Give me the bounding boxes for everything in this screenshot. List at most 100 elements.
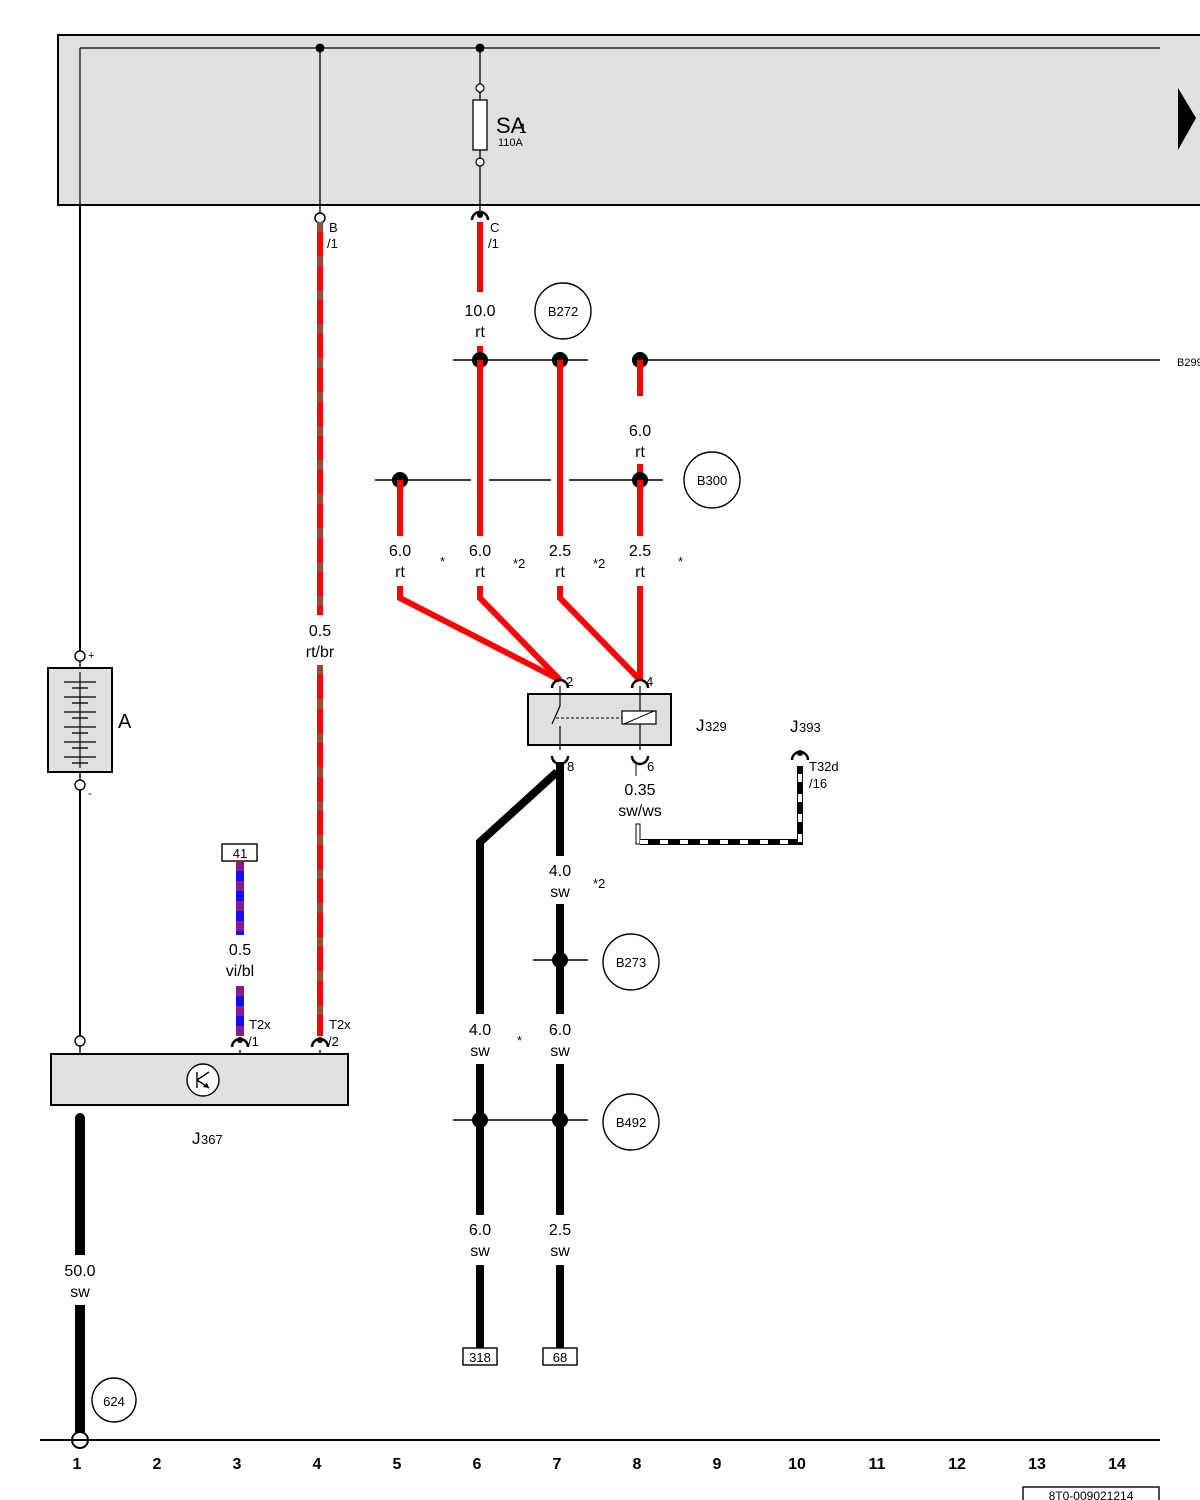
continuation-arrow-icon [1178, 88, 1196, 150]
wire-size: 6.0 [389, 543, 411, 560]
j393-sub: 393 [799, 720, 821, 735]
wires-sw-ground [476, 762, 564, 1014]
track-number: 9 [713, 1456, 722, 1473]
b273-label: B273 [616, 955, 646, 970]
wire-color: sw [470, 1243, 490, 1260]
module-j367: T2x /1 T2x /2 J 367 [50, 1017, 351, 1148]
t32d-bot: /16 [809, 776, 827, 791]
track-number: 7 [553, 1456, 562, 1473]
terminal-j393: J 393 T32d /16 [790, 717, 839, 791]
connection-b272: B272 [453, 282, 592, 368]
track-number: 2 [153, 1456, 162, 1473]
ref-box-68: 68 [542, 1347, 578, 1366]
connection-b300: B300 [375, 451, 741, 509]
footnote: * [678, 554, 683, 569]
wire-size: 0.5 [309, 623, 331, 640]
track-number: 1 [73, 1456, 82, 1473]
wire-size: 6.0 [469, 543, 491, 560]
wire-color: sw [550, 884, 570, 901]
battery-a: + A - [47, 205, 132, 1047]
connection-b273: B273 [533, 933, 660, 991]
b300-label: B300 [697, 473, 727, 488]
pin-label: 6 [647, 759, 654, 774]
wire-size: 4.0 [469, 1022, 491, 1039]
wire-color: rt [475, 564, 485, 581]
wire-size: 10.0 [464, 303, 495, 320]
footnote: *2 [593, 556, 605, 571]
wire-color: sw [550, 1043, 570, 1060]
terminal-c-bot: /1 [488, 236, 499, 251]
wire-color: sw [70, 1284, 90, 1301]
wire-size: 50.0 [64, 1263, 95, 1280]
pin-label: 4 [646, 674, 653, 689]
t2x1-top: T2x [249, 1017, 271, 1032]
b272-label: B272 [548, 304, 578, 319]
fuse-name: SA [496, 113, 526, 138]
wires-to-j329 [397, 586, 643, 683]
wire-color: rt [395, 564, 405, 581]
j367-main: J [192, 1129, 201, 1148]
wire-size: 2.5 [549, 1222, 571, 1239]
battery-label: A [118, 711, 132, 733]
wire-color: sw [470, 1043, 490, 1060]
wire-sw-50: 50.0 sw [64, 1113, 96, 1432]
t2x2-bot: /2 [328, 1034, 339, 1049]
wire-color: rt [635, 564, 645, 581]
ref-318: 318 [469, 1350, 491, 1365]
t2x1-bot: /1 [248, 1034, 259, 1049]
track-number: 5 [393, 1456, 402, 1473]
wire-size: 2.5 [629, 543, 651, 560]
wire-color: sw/ws [618, 803, 662, 820]
footnote: *2 [513, 556, 525, 571]
track-number: 11 [869, 1456, 886, 1473]
pin-label: 8 [567, 759, 574, 774]
wire-size: 6.0 [549, 1022, 571, 1039]
wire-size: 2.5 [549, 543, 571, 560]
b299-label: B299 [1177, 357, 1200, 369]
fuse-holder-panel [57, 34, 1200, 206]
wire-size: 6.0 [629, 423, 651, 440]
ground-624: 624 [71, 1377, 137, 1449]
wire-sw-ws: 0.35 sw/ws [618, 762, 803, 845]
track-number: 13 [1028, 1456, 1046, 1473]
fuse-rating: 110A [498, 137, 524, 149]
footnote: *2 [593, 876, 605, 891]
b492-label: B492 [616, 1115, 646, 1130]
t32d-top: T32d [809, 759, 839, 774]
connection-b299: B299 [632, 352, 1200, 369]
battery-minus: - [88, 788, 92, 800]
fuse-sa1: SA 1 110A [315, 43, 527, 213]
ref-68: 68 [553, 1350, 567, 1365]
connection-b492: B492 [453, 1093, 660, 1151]
wire-size: 6.0 [469, 1222, 491, 1239]
relay-j329: 2 4 8 6 J 329 [527, 674, 727, 774]
wire-size: 0.35 [624, 782, 655, 799]
terminal-b-bot: /1 [327, 236, 338, 251]
track-number: 6 [473, 1456, 482, 1473]
wire-vi-bl: 41 0.5 vi/bl [221, 843, 258, 1036]
j329-sub: 329 [705, 719, 727, 734]
pin-label: 2 [566, 674, 573, 689]
wire-color: rt [475, 324, 485, 341]
track-number: 8 [633, 1456, 642, 1473]
ref-41: 41 [233, 846, 247, 861]
wire-color: rt/br [306, 644, 335, 661]
ref-box-318: 318 [462, 1347, 498, 1366]
j329-main: J [696, 716, 705, 735]
terminal-b1 [314, 212, 326, 224]
wire-size: 4.0 [549, 863, 571, 880]
track-number: 4 [313, 1456, 322, 1473]
fuse-sub: 1 [519, 120, 527, 136]
footnote: * [517, 1033, 522, 1048]
g624-label: 624 [103, 1394, 125, 1409]
wire-color: vi/bl [226, 963, 254, 980]
wire-color: rt [555, 564, 565, 581]
terminal-b-top: B [329, 220, 338, 235]
battery-plus: + [88, 650, 94, 662]
j393-main: J [790, 717, 799, 736]
track-number: 10 [788, 1456, 806, 1473]
track-number: 14 [1108, 1456, 1126, 1473]
wire-color: rt [635, 444, 645, 461]
j367-sub: 367 [201, 1132, 223, 1147]
